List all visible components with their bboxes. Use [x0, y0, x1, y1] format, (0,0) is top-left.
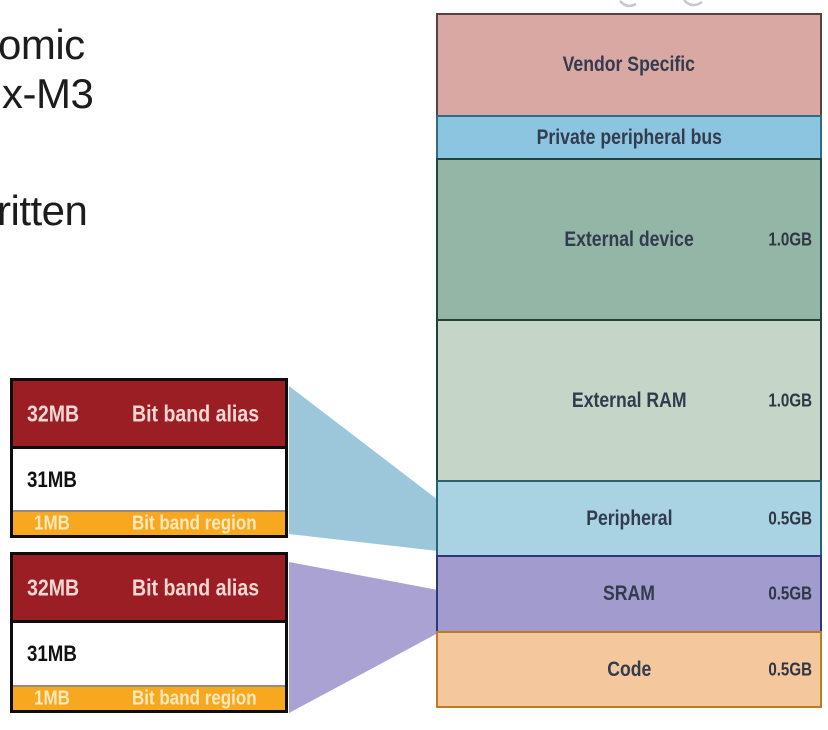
- region-name-label: Bit band region: [132, 512, 257, 534]
- slide-text-fragment-2: x-M3: [2, 70, 94, 117]
- alias-name-label: Bit band alias: [132, 400, 260, 426]
- region-private-peripheral-bus: Private peripheral bus: [436, 115, 822, 160]
- cropped-text-artifact: [619, 0, 637, 8]
- region-size: 1.0GB: [768, 390, 812, 410]
- region-label: SRAM: [603, 582, 655, 605]
- peripheral-bitband-connector-trapezoid: [289, 386, 438, 551]
- region-external-ram: External RAM 1.0GB: [436, 319, 822, 482]
- bit-band-region-row: 1MB Bit band region: [13, 510, 285, 535]
- region-external-device: External device 1.0GB: [436, 158, 822, 321]
- region-label: Code: [606, 657, 652, 681]
- bit-band-table-peripheral: 32MB Bit band alias 31MB 1MB Bit band re…: [10, 378, 288, 538]
- region-sram: SRAM 0.5GB: [436, 555, 822, 633]
- cropped-text-artifact: [683, 0, 703, 7]
- region-label: Peripheral: [585, 506, 673, 530]
- region-code: Code 0.5GB: [436, 631, 822, 708]
- bit-band-alias-row: 32MB Bit band alias: [13, 381, 285, 446]
- region-size: 0.5GB: [768, 659, 812, 679]
- region-size: 0.5GB: [768, 508, 812, 528]
- region-label: External device: [564, 227, 694, 251]
- region-size-label: 1MB: [34, 512, 70, 534]
- region-label: External RAM: [571, 388, 687, 412]
- region-vendor-specific: Vendor Specific: [436, 13, 822, 117]
- region-name-label: Bit band region: [132, 687, 257, 709]
- alias-size-label: 32MB: [27, 574, 80, 600]
- memory-map: Vendor Specific Private peripheral bus E…: [436, 13, 822, 708]
- alias-name-label: Bit band alias: [132, 574, 260, 600]
- bit-band-region-row: 1MB Bit band region: [13, 685, 285, 710]
- alias-size-label: 32MB: [27, 400, 80, 426]
- bit-band-middle-row: 31MB: [13, 446, 285, 510]
- region-size: 0.5GB: [768, 583, 812, 604]
- bit-band-middle-row: 31MB: [13, 620, 285, 685]
- region-peripheral: Peripheral 0.5GB: [436, 480, 822, 557]
- region-size: 1.0GB: [768, 229, 812, 249]
- sram-bitband-connector-trapezoid: [289, 562, 438, 713]
- bit-band-table-sram: 32MB Bit band alias 31MB 1MB Bit band re…: [10, 552, 288, 713]
- middle-size-label: 31MB: [27, 641, 77, 666]
- bit-band-alias-row: 32MB Bit band alias: [13, 555, 285, 620]
- region-size-label: 1MB: [34, 687, 70, 709]
- region-label: Private peripheral bus: [536, 125, 722, 149]
- region-label: Vendor Specific: [562, 53, 696, 76]
- slide-text-fragment-3: ritten: [0, 187, 88, 234]
- slide-text-fragment-1: omic: [0, 21, 85, 68]
- middle-size-label: 31MB: [27, 466, 77, 492]
